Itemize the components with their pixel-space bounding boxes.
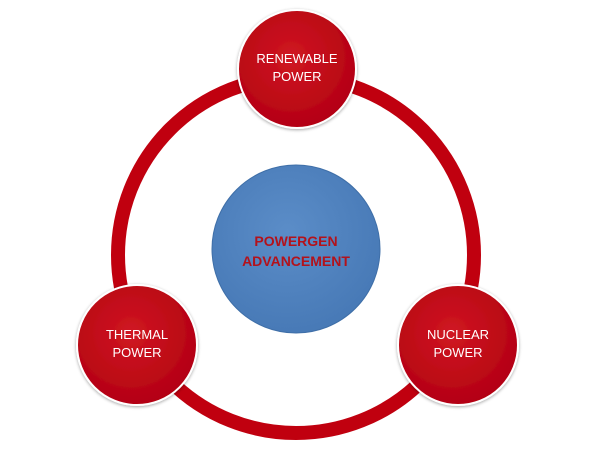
svg-text:THERMAL: THERMAL: [106, 327, 168, 342]
svg-text:POWER: POWER: [433, 345, 482, 360]
node-renewable-line2: POWER: [272, 69, 321, 84]
node-renewable-circle: [237, 9, 357, 129]
node-thermal-line1: THERMAL: [106, 327, 168, 342]
svg-text:NUCLEAR: NUCLEAR: [427, 327, 489, 342]
node-nuclear-circle: [397, 284, 519, 406]
node-thermal-power: THERMAL POWER: [76, 284, 198, 406]
node-renewable-power: RENEWABLE POWER: [237, 9, 357, 129]
center-node: POWERGEN ADVANCEMENT: [211, 164, 381, 334]
svg-text:RENEWABLE: RENEWABLE: [256, 51, 337, 66]
center-circle: [211, 164, 381, 334]
node-nuclear-line2: POWER: [433, 345, 482, 360]
center-label-line2: ADVANCEMENT: [242, 253, 350, 269]
svg-text:ADVANCEMENT: ADVANCEMENT: [242, 253, 350, 269]
svg-text:POWERGEN: POWERGEN: [254, 233, 337, 249]
svg-text:POWER: POWER: [272, 69, 321, 84]
node-thermal-line2: POWER: [112, 345, 161, 360]
node-thermal-circle: [76, 284, 198, 406]
node-renewable-line1: RENEWABLE: [256, 51, 337, 66]
svg-text:POWER: POWER: [112, 345, 161, 360]
node-nuclear-power: NUCLEAR POWER: [397, 284, 519, 406]
node-nuclear-line1: NUCLEAR: [427, 327, 489, 342]
center-label-line1: POWERGEN: [254, 233, 337, 249]
